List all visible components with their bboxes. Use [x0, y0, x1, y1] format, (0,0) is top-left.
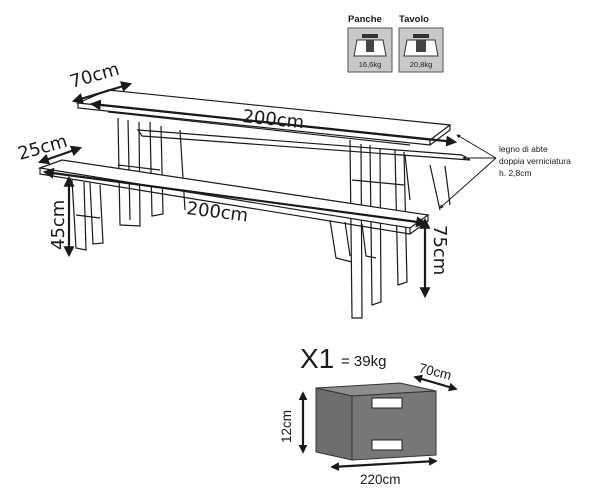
weight-badges: Panche Tavolo 16,6kg 20,8kg	[347, 14, 444, 73]
package-length-arrow	[330, 457, 438, 471]
bench-depth-arrow	[37, 145, 83, 165]
package-info: X1 = 39kg 70cm 12cm 220cm	[279, 343, 458, 487]
table-weight-value: 20,8kg	[410, 60, 433, 69]
bench-weight-value: 16,6kg	[359, 60, 382, 69]
material-note-line1: legno di abte	[499, 144, 548, 154]
material-note: legno di abte doppia verniciatura h. 2,8…	[439, 134, 571, 209]
material-note-line3: h. 2,8cm	[499, 168, 532, 178]
note-pointer-top	[456, 134, 497, 159]
panche-label: Panche	[348, 14, 382, 25]
table-depth-arrow	[71, 81, 133, 104]
table-depth-label: 70cm	[68, 59, 122, 93]
bench-weight-icon: 16,6kg	[347, 27, 393, 73]
note-pointer-bottom	[439, 157, 497, 209]
package-quantity: X1	[300, 343, 334, 374]
table-height-label: 75cm	[429, 225, 450, 275]
package-length-label: 220cm	[360, 472, 401, 487]
package-height-label: 12cm	[279, 410, 294, 443]
bench-height-label: 45cm	[48, 200, 69, 250]
bench-length-label: 200cm	[185, 198, 249, 226]
dimension-arrows	[37, 81, 458, 299]
package-depth-arrow	[413, 374, 458, 392]
material-note-line2: doppia verniciatura	[499, 156, 571, 166]
package-weight: = 39kg	[341, 353, 386, 370]
tavolo-label: Tavolo	[399, 14, 429, 25]
package-box-icon	[315, 382, 437, 461]
bench-length-arrow	[42, 167, 428, 228]
table-length-arrow	[89, 99, 458, 147]
table-weight-icon: 20,8kg	[398, 27, 444, 73]
